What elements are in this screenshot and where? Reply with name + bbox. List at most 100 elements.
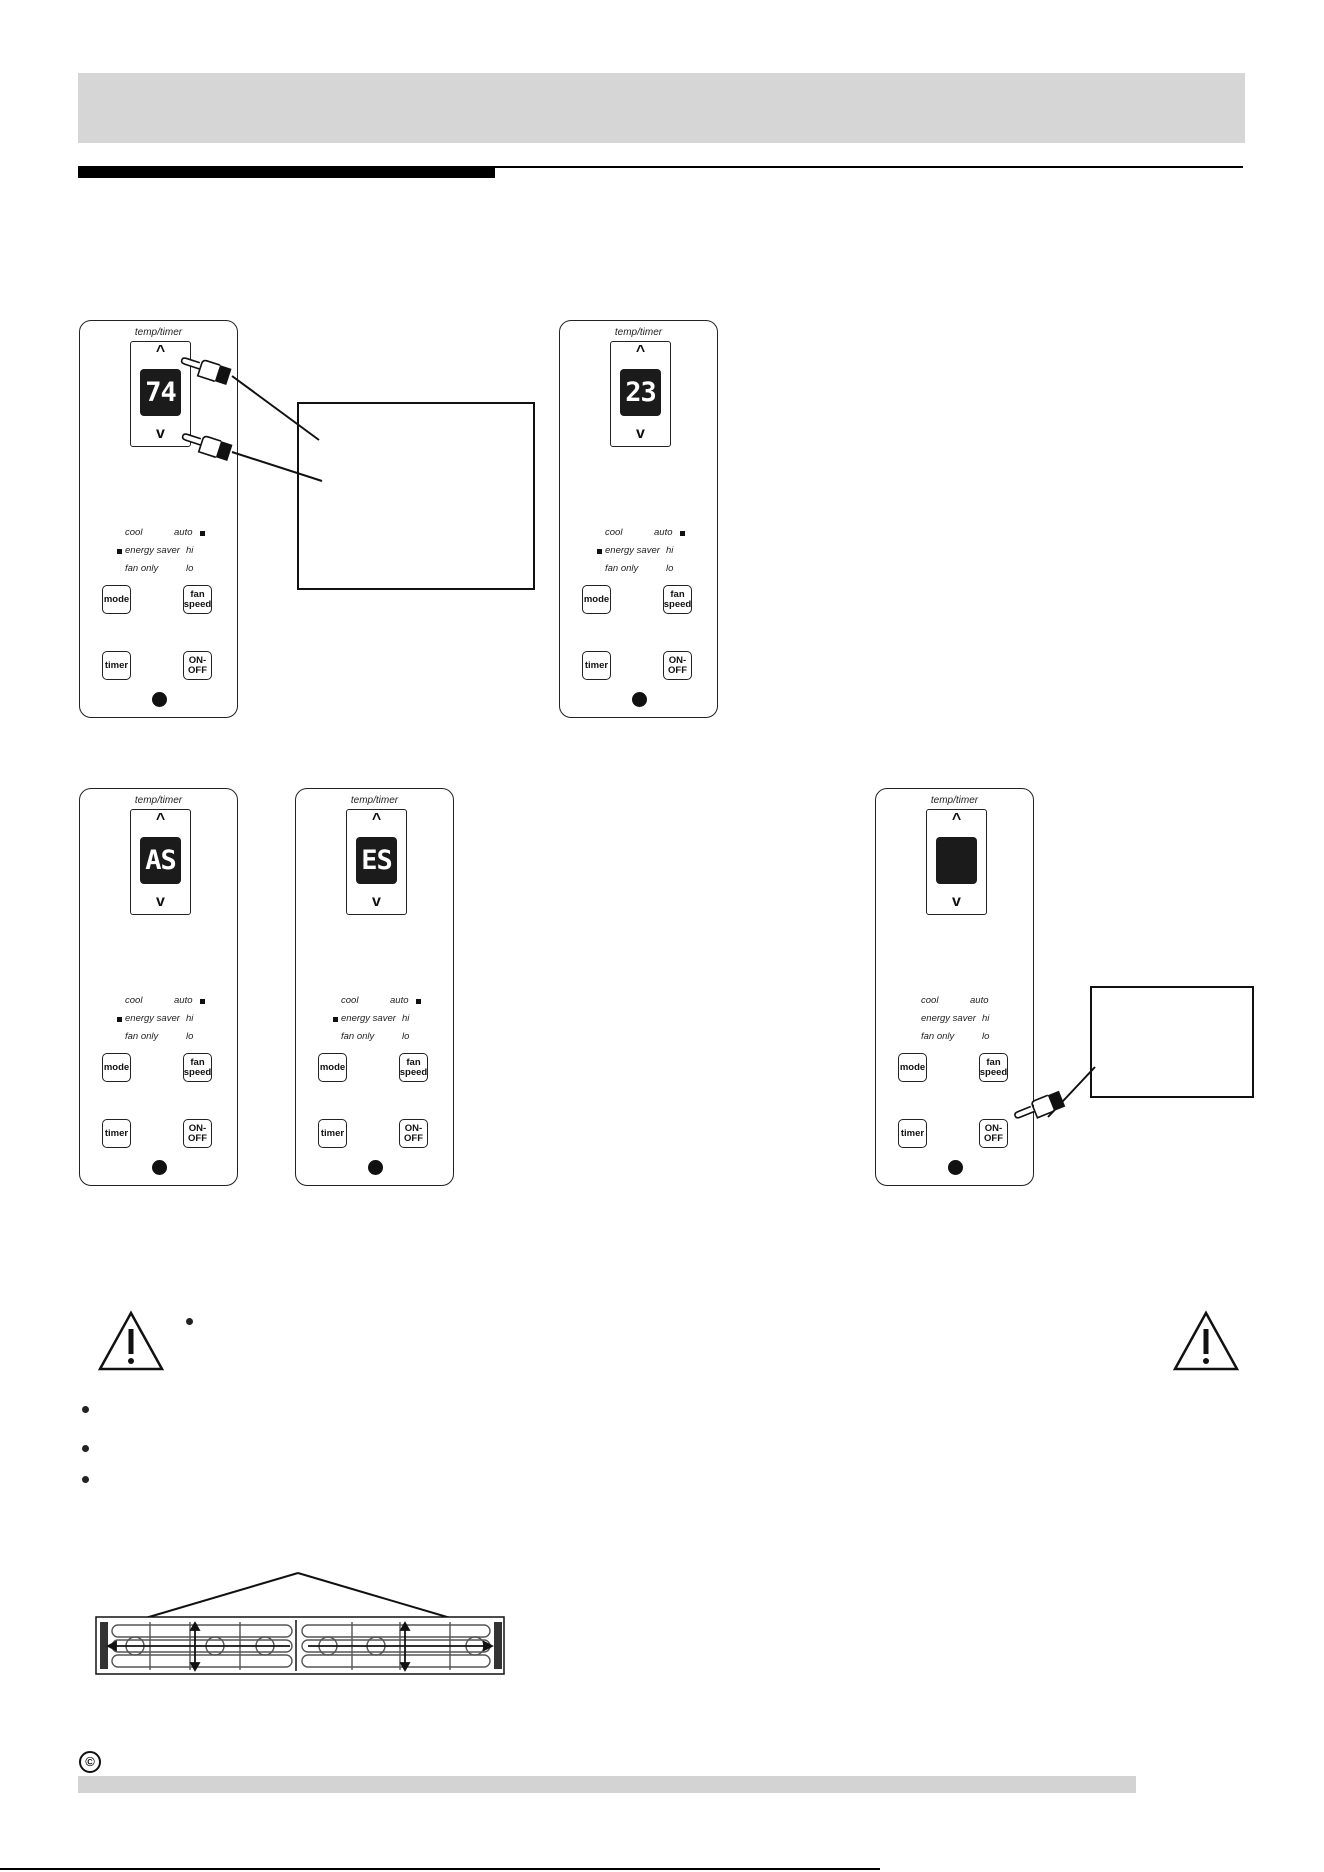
mode-label-cool: cool xyxy=(921,995,939,1006)
temp-up-button[interactable]: ^ xyxy=(951,811,962,828)
fan-label-hi: hi xyxy=(666,545,674,556)
header-band xyxy=(78,73,1245,143)
auto-indicator xyxy=(680,531,685,536)
temp-down-button[interactable]: v xyxy=(156,893,165,910)
mode-label-auto: auto xyxy=(970,995,989,1006)
signal-led xyxy=(632,692,647,707)
temp-down-button[interactable]: v xyxy=(636,425,645,442)
warning-triangle-icon xyxy=(1172,1310,1240,1371)
mode-label-fan-only: fan only xyxy=(921,1031,955,1042)
energy-saver-indicator xyxy=(333,1017,338,1022)
power-button[interactable]: ON-OFF xyxy=(663,651,692,680)
temp-down-button[interactable]: v xyxy=(372,893,381,910)
mode-label-cool: cool xyxy=(341,995,359,1006)
display-window: ^ 74 v xyxy=(130,341,191,447)
auto-indicator xyxy=(416,999,421,1004)
remote-control-panel-2: temp/timer ^ 23 v cool auto energy saver… xyxy=(559,320,718,718)
fan-label-hi: hi xyxy=(186,545,194,556)
mode-label-energy-saver: energy saver xyxy=(605,545,660,556)
power-button[interactable]: ON-OFF xyxy=(399,1119,428,1148)
lcd-readout xyxy=(936,837,977,884)
fan-label-lo: lo xyxy=(186,1031,194,1042)
temp-down-button[interactable]: v xyxy=(952,893,961,910)
auto-indicator xyxy=(200,531,205,536)
timer-button[interactable]: timer xyxy=(582,651,611,680)
lcd-readout: 23 xyxy=(620,369,661,416)
lcd-readout: AS xyxy=(140,837,181,884)
temp-up-button[interactable]: ^ xyxy=(371,811,382,828)
temp-timer-label: temp/timer xyxy=(350,795,399,806)
mode-label-cool: cool xyxy=(605,527,623,538)
warning-triangle-icon xyxy=(97,1310,165,1371)
bottom-rule xyxy=(0,1868,880,1870)
temp-timer-label: temp/timer xyxy=(614,327,663,338)
temp-up-button[interactable]: ^ xyxy=(155,811,166,828)
temp-down-button[interactable]: v xyxy=(156,425,165,442)
timer-button[interactable]: timer xyxy=(102,651,131,680)
display-window: ^ ES v xyxy=(346,809,407,915)
power-button[interactable]: ON-OFF xyxy=(979,1119,1008,1148)
mode-label-auto: auto xyxy=(174,995,193,1006)
display-window: ^ 23 v xyxy=(610,341,671,447)
section-rule-thin xyxy=(495,166,1243,168)
temp-timer-label: temp/timer xyxy=(930,795,979,806)
callout-box-temperature xyxy=(297,402,535,590)
mode-label-cool: cool xyxy=(125,527,143,538)
mode-button[interactable]: mode xyxy=(582,585,611,614)
bullet-point xyxy=(82,1476,89,1483)
energy-saver-indicator xyxy=(117,549,122,554)
mode-label-auto: auto xyxy=(390,995,409,1006)
signal-led xyxy=(152,1160,167,1175)
signal-led xyxy=(948,1160,963,1175)
lcd-readout: 74 xyxy=(140,369,181,416)
display-window: ^ v xyxy=(926,809,987,915)
mode-label-energy-saver: energy saver xyxy=(921,1013,976,1024)
fan-label-lo: lo xyxy=(666,563,674,574)
auto-indicator xyxy=(200,999,205,1004)
mode-button[interactable]: mode xyxy=(102,585,131,614)
mode-button[interactable]: mode xyxy=(102,1053,131,1082)
mode-label-fan-only: fan only xyxy=(605,563,639,574)
callout-box-power xyxy=(1090,986,1254,1098)
footer-band xyxy=(78,1776,1136,1793)
section-rule-thick xyxy=(78,166,495,178)
mode-label-fan-only: fan only xyxy=(341,1031,375,1042)
mode-label-auto: auto xyxy=(174,527,193,538)
temp-up-button[interactable]: ^ xyxy=(635,343,646,360)
copyright-symbol: © xyxy=(79,1751,101,1773)
mode-label-cool: cool xyxy=(125,995,143,1006)
remote-control-panel-4: temp/timer ^ ES v cool auto energy saver… xyxy=(295,788,454,1186)
remote-control-panel-5: temp/timer ^ v cool auto energy saver hi… xyxy=(875,788,1034,1186)
timer-button[interactable]: timer xyxy=(102,1119,131,1148)
temp-timer-label: temp/timer xyxy=(134,795,183,806)
power-button[interactable]: ON-OFF xyxy=(183,1119,212,1148)
fan-label-lo: lo xyxy=(982,1031,990,1042)
lcd-readout: ES xyxy=(356,837,397,884)
temp-timer-label: temp/timer xyxy=(134,327,183,338)
bullet-point xyxy=(82,1406,89,1413)
air-louver-illustration xyxy=(95,1572,505,1675)
fan-label-hi: hi xyxy=(982,1013,990,1024)
timer-button[interactable]: timer xyxy=(898,1119,927,1148)
mode-label-fan-only: fan only xyxy=(125,1031,159,1042)
mode-label-energy-saver: energy saver xyxy=(125,545,180,556)
mode-button[interactable]: mode xyxy=(898,1053,927,1082)
display-window: ^ AS v xyxy=(130,809,191,915)
bullet-point xyxy=(82,1445,89,1452)
fan-label-hi: hi xyxy=(186,1013,194,1024)
remote-control-panel-1: temp/timer ^ 74 v cool auto energy saver… xyxy=(79,320,238,718)
fan-label-lo: lo xyxy=(402,1031,410,1042)
mode-button[interactable]: mode xyxy=(318,1053,347,1082)
timer-button[interactable]: timer xyxy=(318,1119,347,1148)
mode-label-energy-saver: energy saver xyxy=(125,1013,180,1024)
temp-up-button[interactable]: ^ xyxy=(155,343,166,360)
fan-label-lo: lo xyxy=(186,563,194,574)
energy-saver-indicator xyxy=(597,549,602,554)
power-button[interactable]: ON-OFF xyxy=(183,651,212,680)
mode-label-fan-only: fan only xyxy=(125,563,159,574)
